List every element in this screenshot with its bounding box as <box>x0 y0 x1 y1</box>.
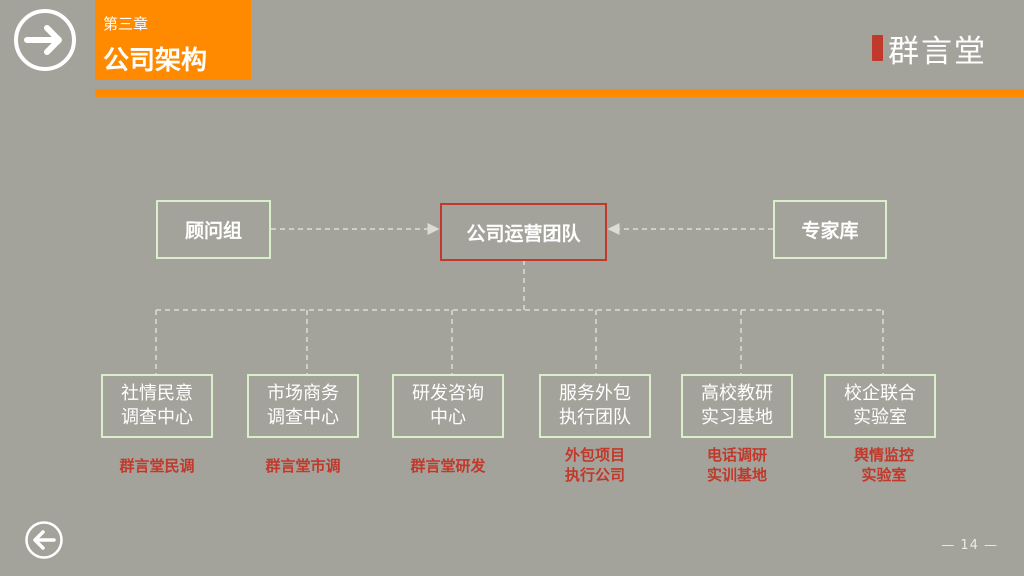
dept-4-line1: 服务外包 <box>559 383 631 404</box>
next-arrow-icon[interactable] <box>13 8 77 72</box>
node-operations-team-label: 公司运营团队 <box>466 222 581 245</box>
dept-3-line1: 研发咨询 <box>412 383 484 404</box>
header-divider <box>95 89 1024 97</box>
node-operations-team: 公司运营团队 <box>440 203 607 261</box>
dept-3-sub-line1: 群言堂研发 <box>410 457 486 475</box>
dept-1-line1: 社情民意 <box>121 383 193 404</box>
dept-1-sub-line1: 群言堂民调 <box>119 457 195 475</box>
node-advisors-label: 顾问组 <box>184 220 242 242</box>
node-experts: 专家库 <box>773 200 887 259</box>
dept-5-sub-line2: 实训基地 <box>706 466 767 484</box>
dept-6-sub-line2: 实验室 <box>861 466 907 484</box>
title-block: 第三章 公司架构 <box>95 0 251 80</box>
dept-3-sub: 群言堂研发 <box>388 456 508 476</box>
node-advisors: 顾问组 <box>156 200 271 259</box>
dept-4-sub: 外包项目 执行公司 <box>535 445 655 485</box>
seal-icon <box>872 35 883 61</box>
dept-4-line2: 执行团队 <box>559 407 631 428</box>
dept-1-line2: 调查中心 <box>121 407 193 428</box>
dept-2-line1: 市场商务 <box>267 383 339 404</box>
dept-2-sub-line1: 群言堂市调 <box>265 457 341 475</box>
dept-box-6: 校企联合实验室 <box>824 374 936 438</box>
brand-logo: 群言堂 <box>872 26 1002 76</box>
back-arrow-icon[interactable] <box>24 520 64 560</box>
dept-5-line2: 实习基地 <box>701 407 773 428</box>
dept-box-1: 社情民意调查中心 <box>101 374 213 438</box>
dept-2-sub: 群言堂市调 <box>243 456 363 476</box>
dept-box-3: 研发咨询中心 <box>392 374 504 438</box>
dept-5-sub-line1: 电话调研 <box>706 446 767 464</box>
dept-6-sub-line1: 舆情监控 <box>853 446 914 464</box>
dept-6-line1: 校企联合 <box>844 383 916 404</box>
node-experts-label: 专家库 <box>801 220 859 242</box>
page-number: — 14 — <box>941 538 998 553</box>
dept-4-sub-line2: 执行公司 <box>564 466 625 484</box>
chapter-label: 第三章 <box>103 15 149 33</box>
dept-box-2: 市场商务调查中心 <box>247 374 359 438</box>
dept-box-5: 高校教研实习基地 <box>681 374 793 438</box>
dept-2-line2: 调查中心 <box>267 407 339 428</box>
dept-box-4: 服务外包执行团队 <box>539 374 651 438</box>
page-title: 公司架构 <box>103 46 208 76</box>
dept-6-sub: 舆情监控 实验室 <box>824 445 944 485</box>
dept-5-sub: 电话调研 实训基地 <box>677 445 797 485</box>
logo-text: 群言堂 <box>888 34 987 70</box>
dept-3-line2: 中心 <box>430 407 466 428</box>
dept-1-sub: 群言堂民调 <box>97 456 217 476</box>
dept-6-line2: 实验室 <box>853 407 907 428</box>
dept-5-line1: 高校教研 <box>701 383 773 404</box>
dept-4-sub-line1: 外包项目 <box>564 446 625 464</box>
